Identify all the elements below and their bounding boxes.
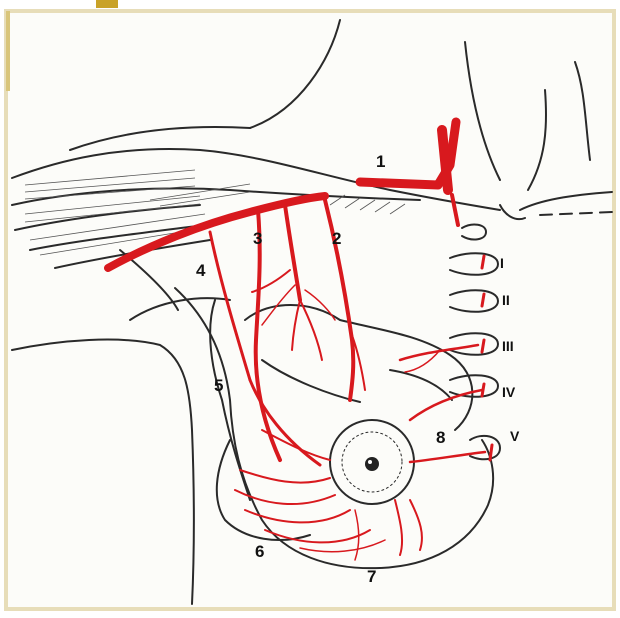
- rib-label-3: III: [502, 338, 514, 354]
- corner-tab: [96, 0, 118, 8]
- rib-label-4: IV: [502, 384, 516, 400]
- label-6: 6: [255, 542, 264, 561]
- label-4: 4: [196, 261, 206, 280]
- rib-label-2: II: [502, 292, 510, 308]
- image-border: [6, 11, 614, 609]
- label-8: 8: [436, 428, 445, 447]
- rib-label-5: V: [510, 428, 520, 444]
- label-5: 5: [214, 376, 223, 395]
- label-7: 7: [367, 567, 376, 586]
- label-3: 3: [253, 229, 262, 248]
- label-1: 1: [376, 152, 385, 171]
- rib-label-1: I: [500, 255, 504, 271]
- nipple: [365, 457, 379, 471]
- corner-tab-left: [6, 11, 10, 91]
- label-2: 2: [332, 229, 341, 248]
